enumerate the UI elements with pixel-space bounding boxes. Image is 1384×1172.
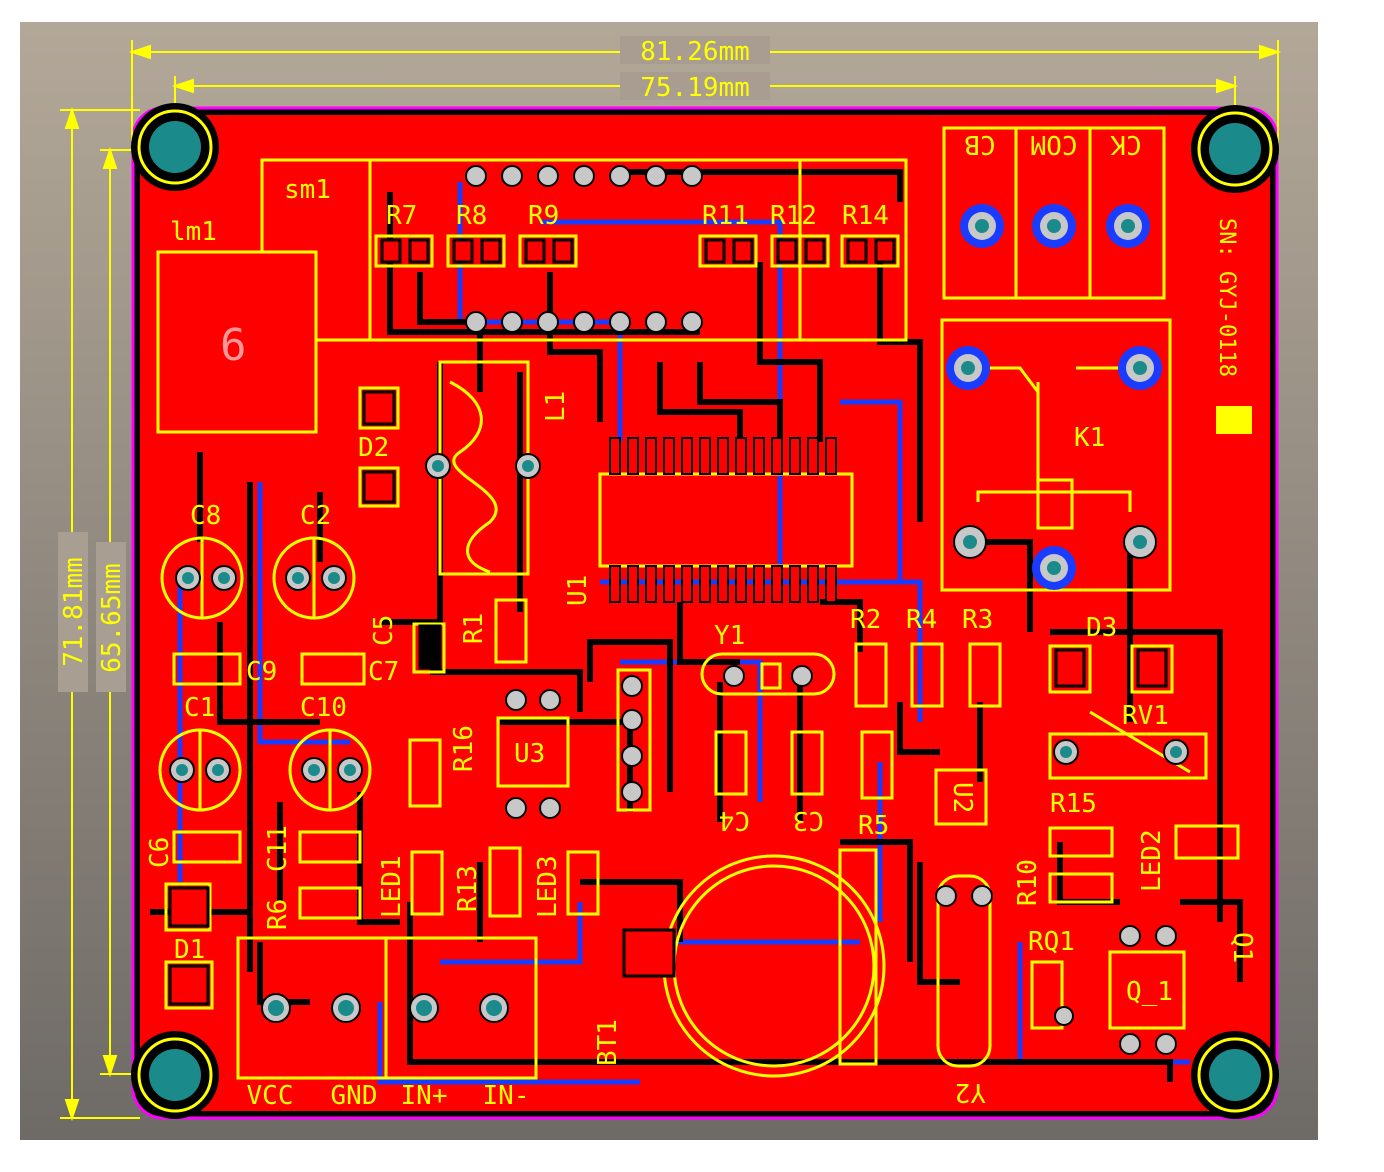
- label-C7: C7: [368, 657, 399, 687]
- smd-pads: [168, 238, 1168, 1006]
- height-inner-dimension: 65.65mm: [97, 563, 127, 673]
- terminal-label-vcc: VCC: [247, 1081, 294, 1111]
- label-C3: C3: [793, 805, 824, 835]
- width-inner-dimension: 75.19mm: [640, 73, 750, 103]
- label-C4: C4: [719, 805, 750, 835]
- label-sm1: sm1: [284, 175, 331, 205]
- terminal-labels: CB COM CK VCC GND IN+ IN-: [247, 129, 1142, 1111]
- label-L1: L1: [541, 391, 571, 422]
- label-RQ1: RQ1: [1028, 927, 1075, 957]
- dim-label-bg: [96, 542, 126, 692]
- pcb-layout-view: 81.26mm 75.19mm 71.81mm 65.65mm: [20, 22, 1318, 1140]
- dim-label-bg: [620, 72, 770, 100]
- label-lm1: lm1: [170, 217, 217, 247]
- mounting-hole-bottom-right: [1191, 1031, 1279, 1119]
- label-LED1: LED1: [377, 855, 407, 918]
- label-U3: U3: [514, 739, 545, 769]
- label-C6: C6: [145, 837, 175, 868]
- label-D1: D1: [174, 935, 205, 965]
- label-R16: R16: [449, 725, 479, 772]
- terminal-label-cb: CB: [964, 129, 995, 159]
- label-C10: C10: [300, 693, 347, 723]
- label-U2: U2: [947, 782, 977, 813]
- label-Y1: Y1: [714, 621, 745, 651]
- label-C5: C5: [369, 615, 399, 646]
- width-outer-dimension: 81.26mm: [640, 37, 750, 67]
- label-R8: R8: [456, 201, 487, 231]
- height-outer-dimension: 71.81mm: [59, 557, 89, 667]
- label-C8: C8: [190, 501, 221, 531]
- label-R1: R1: [459, 613, 489, 644]
- label-C11: C11: [263, 825, 293, 872]
- serial-marker: [1216, 406, 1252, 434]
- label-Q_1: Q_1: [1126, 977, 1173, 1007]
- pcb-diagram: 81.26mm 75.19mm 71.81mm 65.65mm: [20, 22, 1318, 1140]
- label-Y2: Y2: [955, 1077, 986, 1107]
- label-R15: R15: [1050, 789, 1097, 819]
- silkscreen-labels: sm1 lm1 6 R7 R8 R9 R11 R12 R14 L1 D2 C8 …: [145, 175, 1257, 1107]
- label-serial: SN: GYJ-0118: [1214, 218, 1239, 377]
- label-R4: R4: [906, 605, 937, 635]
- terminal-label-in-minus: IN-: [483, 1081, 530, 1111]
- label-lm1-digit: 6: [220, 320, 247, 371]
- label-R3: R3: [962, 605, 993, 635]
- label-R2: R2: [850, 605, 881, 635]
- label-R6: R6: [263, 899, 293, 930]
- terminal-label-ck: CK: [1110, 129, 1142, 159]
- label-LED3: LED3: [533, 855, 563, 918]
- label-Q1: Q1: [1227, 932, 1257, 963]
- label-LED2: LED2: [1137, 829, 1167, 892]
- lm1-block: [156, 250, 318, 434]
- label-R11: R11: [702, 201, 749, 231]
- label-R9: R9: [528, 201, 559, 231]
- mounting-hole-top-left: [131, 103, 219, 191]
- label-D3: D3: [1086, 613, 1117, 643]
- label-BT1: BT1: [593, 1019, 623, 1066]
- label-R10: R10: [1013, 859, 1043, 906]
- label-RV1: RV1: [1122, 701, 1169, 731]
- terminal-label-in-plus: IN+: [401, 1081, 448, 1111]
- label-R7: R7: [386, 201, 417, 231]
- dim-label-bg: [620, 36, 770, 64]
- label-R12: R12: [770, 201, 817, 231]
- label-D2: D2: [358, 433, 389, 463]
- through-hole-pads: [169, 165, 1189, 1055]
- label-U1: U1: [563, 575, 593, 606]
- mounting-hole-top-right: [1191, 105, 1279, 193]
- label-C1: C1: [184, 693, 215, 723]
- dim-label-bg: [58, 532, 88, 692]
- label-C2: C2: [300, 501, 331, 531]
- terminal-label-gnd: GND: [331, 1081, 378, 1111]
- label-R5: R5: [858, 811, 889, 841]
- label-R14: R14: [842, 201, 889, 231]
- label-K1: K1: [1074, 423, 1105, 453]
- label-R13: R13: [453, 865, 483, 912]
- mounting-holes: [131, 103, 1279, 1119]
- u1-pins: [609, 437, 837, 603]
- mounting-hole-bottom-left: [131, 1031, 219, 1119]
- terminal-label-com: COM: [1031, 129, 1078, 159]
- label-C9: C9: [246, 657, 277, 687]
